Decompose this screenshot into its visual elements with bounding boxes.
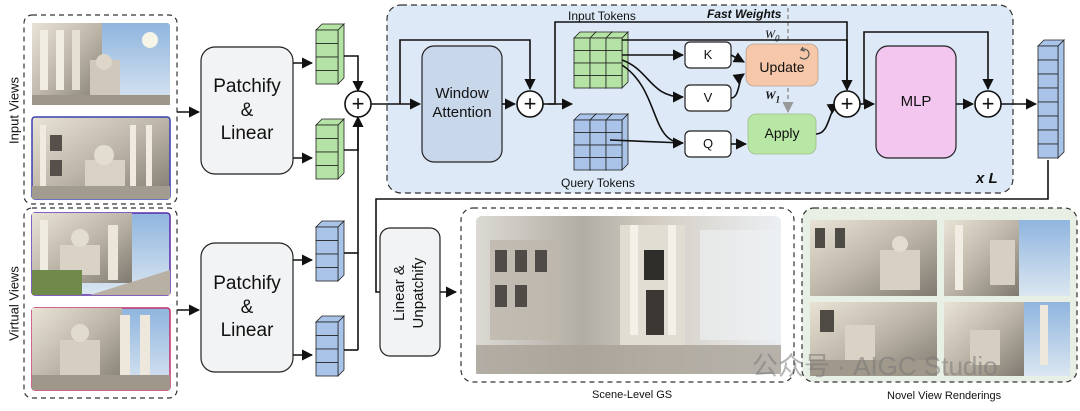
mlp-box — [875, 45, 957, 159]
input-token-stack-2 — [315, 118, 345, 180]
scene-level-gs-label: Scene-Level GS — [592, 389, 673, 401]
update-label: Update — [759, 59, 805, 76]
w1-label: W1 — [765, 88, 781, 105]
patchify-linear-top-label: Patchify & Linear — [213, 75, 281, 145]
virtual-views-frame — [23, 207, 178, 399]
virtual-view-photo-2 — [31, 307, 171, 391]
input-view-photo-1 — [32, 23, 170, 105]
v-label: V — [703, 89, 713, 105]
query-token-stack-2 — [315, 315, 345, 377]
patchify-linear-bottom-label: Patchify & Linear — [213, 272, 281, 342]
novel-view-renderings-label: Novel View Renderings — [887, 390, 1002, 402]
patchify-linear-top-box — [200, 46, 294, 175]
plus-symbol-4: + — [981, 91, 995, 117]
query-token-stack-1 — [315, 220, 345, 282]
patchify-linear-bottom-box — [200, 242, 294, 373]
fast-weights-label: Fast Weights — [707, 7, 782, 21]
mlp-label: MLP — [900, 92, 932, 110]
q-label: Q — [702, 135, 714, 151]
output-token-column — [1037, 39, 1065, 159]
plus-symbol-1: + — [351, 91, 365, 117]
plus-symbol-2: + — [523, 91, 537, 117]
scene-level-gs-image — [476, 216, 781, 374]
repeat-l-label: x L — [976, 170, 998, 187]
w0-subscript: 0 — [775, 33, 780, 44]
w0-label: W0 — [765, 27, 780, 44]
linear-unpatchify-label: Linear & Unpatchify — [391, 257, 427, 329]
w1-subscript: 1 — [775, 94, 781, 105]
virtual-views-label: Virtual Views — [6, 266, 22, 341]
k-label: K — [703, 46, 713, 62]
apply-label: Apply — [764, 125, 800, 142]
input-views-label: Input Views — [6, 77, 22, 144]
scene-level-gs-frame — [460, 207, 795, 383]
linear-unpatchify-box — [379, 227, 441, 357]
window-attention-label: Window Attention — [432, 85, 492, 121]
input-tokens-label: Input Tokens — [568, 9, 636, 23]
novel-view-2 — [944, 220, 1070, 296]
input-view-photo-2 — [31, 116, 171, 200]
novel-view-3 — [810, 302, 937, 376]
novel-view-1 — [810, 220, 937, 296]
virtual-view-photo-1 — [31, 212, 171, 296]
block-input-token-3 — [605, 31, 629, 89]
update-box — [745, 43, 819, 87]
query-tokens-label: Query Tokens — [561, 176, 635, 190]
input-views-frame — [23, 14, 178, 205]
plus-symbol-3: + — [840, 91, 854, 117]
block-query-token-3 — [605, 113, 629, 171]
input-token-stack-1 — [315, 23, 345, 85]
novel-view-4 — [944, 302, 1070, 376]
refresh-icon — [799, 46, 810, 60]
watermark: 公众号 · AIGC Studio — [752, 351, 998, 381]
